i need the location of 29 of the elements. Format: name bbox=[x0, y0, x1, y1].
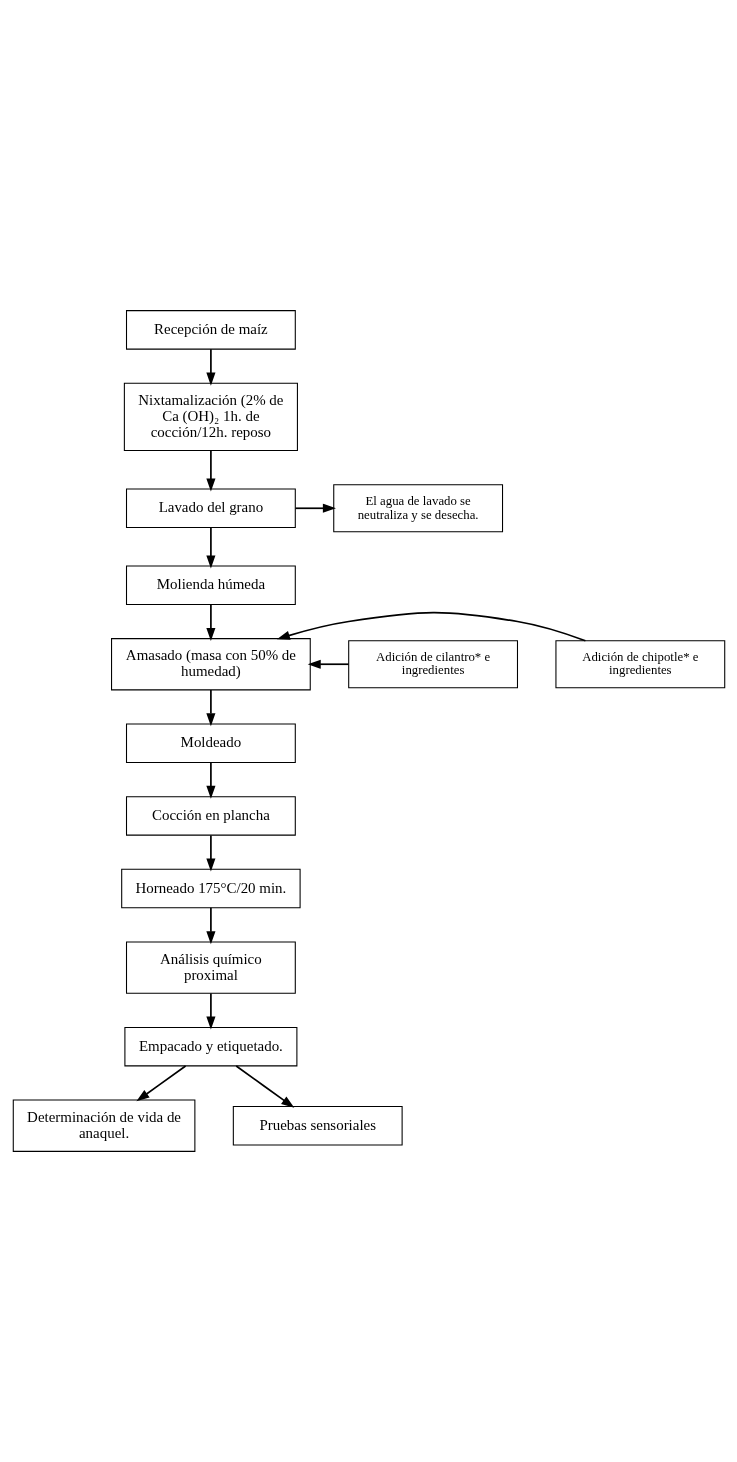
arrow bbox=[205, 907, 215, 945]
node-box: El agua de lavado se neutraliza y se desecha. bbox=[332, 484, 503, 533]
node-box: Pruebas sensoriales bbox=[232, 1105, 403, 1146]
node-box: Cocción en plancha bbox=[125, 796, 296, 836]
arrow bbox=[205, 689, 215, 727]
node-box: Adición de cilantro* e ingredientes bbox=[347, 640, 518, 689]
arrow bbox=[205, 762, 215, 799]
node-box: Recepción de maíz bbox=[125, 310, 296, 350]
arrow bbox=[234, 1065, 294, 1108]
arrow bbox=[205, 834, 215, 872]
arrow bbox=[276, 611, 586, 642]
arrow bbox=[205, 992, 215, 1030]
node-box: Determinación de vida de anaquel. bbox=[12, 1099, 195, 1152]
arrow bbox=[205, 526, 215, 569]
node-box: Horneado 175°C/20 min. bbox=[120, 868, 301, 909]
node-box: Empacado y etiquetado. bbox=[123, 1026, 297, 1067]
node-box: Análisis químico proximal bbox=[125, 941, 296, 994]
arrow bbox=[135, 1065, 186, 1102]
node-box: Amasado (masa con 50% de humedad) bbox=[110, 638, 311, 691]
arrow bbox=[205, 348, 215, 386]
node-box: Molienda húmeda bbox=[125, 565, 296, 605]
node-box: Nixtamalización (2% de Ca (OH)₂ 1h. de cocción/12h. reposo bbox=[123, 382, 298, 452]
arrow bbox=[307, 659, 349, 669]
node-box: Adición de chipotle* e ingredientes bbox=[554, 640, 725, 689]
arrow bbox=[205, 603, 215, 641]
arrow bbox=[205, 449, 215, 492]
arrow bbox=[294, 503, 336, 513]
node-box: Lavado del grano bbox=[125, 488, 296, 529]
node-box: Moldeado bbox=[125, 723, 296, 764]
